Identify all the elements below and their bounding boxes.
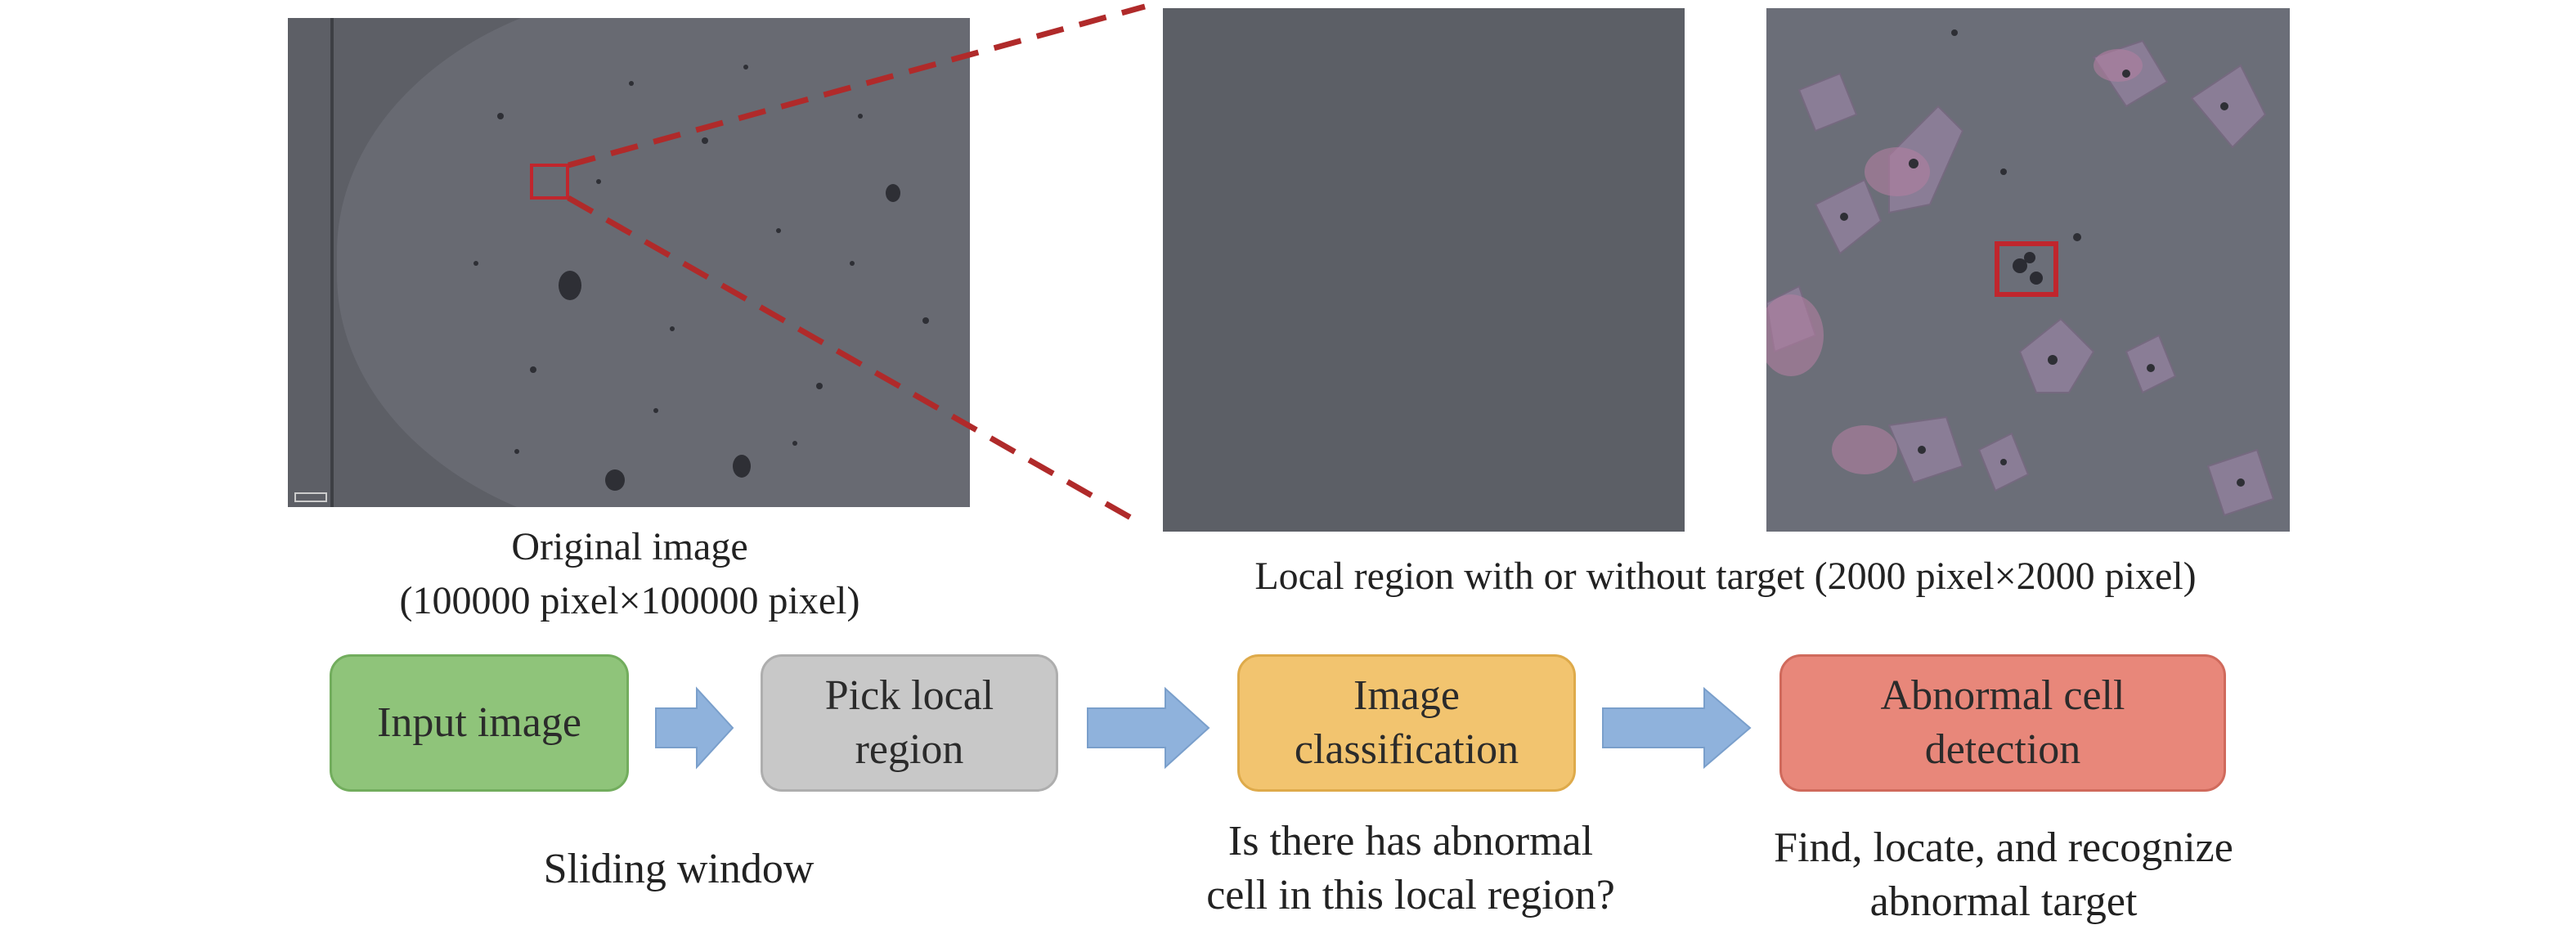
debris-dot — [886, 184, 900, 202]
debris-dot — [596, 179, 601, 184]
nucleus — [2048, 355, 2058, 365]
step-abnormal-cell-detection-label: Abnormal cell detection — [1880, 672, 2125, 773]
note-classification-question: Is there has abnormal cell in this local… — [1206, 818, 1615, 918]
step-pick-local-region-label: Pick local region — [824, 672, 994, 773]
nucleus — [1918, 446, 1926, 454]
nucleus — [1840, 213, 1848, 221]
debris-dot — [559, 271, 581, 300]
scale-bar — [294, 492, 327, 502]
step-image-classification-label: Image classification — [1294, 672, 1519, 773]
arrow-right-icon — [655, 686, 734, 770]
step-input-image-label: Input image — [377, 699, 581, 746]
selected-local-region-marker — [530, 164, 569, 200]
cell — [2018, 317, 2095, 393]
original-image-size-label: (100000 pixel×100000 pixel) — [399, 579, 860, 622]
debris-dot — [629, 81, 634, 86]
note-detection-goal: Find, locate, and recognize abnormal tar… — [1774, 824, 2233, 925]
debris-dot — [850, 261, 855, 266]
nucleus — [1951, 29, 1958, 36]
debris-dot — [743, 65, 748, 70]
local-region-without-target — [1163, 8, 1685, 532]
nucleus — [2073, 233, 2081, 241]
debris-dot — [530, 366, 536, 373]
nucleus — [2237, 478, 2245, 487]
debris-dot — [605, 469, 625, 491]
arrow-right-icon — [1087, 686, 1210, 770]
arrow-right-icon — [1602, 686, 1752, 770]
debris-dot — [922, 317, 929, 324]
cell-patch-content — [1766, 29, 2275, 517]
debris-dot — [473, 261, 478, 266]
slide-debris-dots — [473, 65, 929, 491]
original-slide-image — [288, 18, 970, 507]
debris-dot — [670, 326, 675, 331]
debris-dot — [733, 455, 751, 478]
original-image-label: Original image — [511, 525, 748, 568]
step-pick-local-region: Pick local region — [761, 654, 1058, 792]
nucleus — [2000, 168, 2007, 175]
local-region-caption: Local region with or without target (200… — [1254, 555, 2197, 598]
nucleus — [2147, 364, 2155, 372]
abnormal-nucleus — [2013, 258, 2027, 273]
slide-specimen-area — [337, 18, 970, 507]
debris-dot — [776, 228, 781, 233]
nucleus — [2000, 459, 2007, 465]
nucleus — [1909, 159, 1919, 168]
step-abnormal-cell-detection: Abnormal cell detection — [1779, 654, 2226, 792]
cell — [1797, 72, 1858, 132]
pink-cell — [1766, 294, 1824, 376]
nucleus — [2122, 70, 2130, 78]
abnormal-nucleus — [2030, 272, 2043, 285]
debris-dot — [702, 137, 708, 144]
debris-dot — [653, 408, 658, 413]
step-image-classification: Image classification — [1237, 654, 1576, 792]
debris-dot — [792, 441, 797, 446]
local-region-with-target — [1766, 8, 2290, 532]
debris-dot — [514, 449, 519, 454]
slide-edge-line — [330, 18, 334, 507]
zoom-line-bottom — [567, 195, 1142, 527]
abnormal-nucleus — [2024, 252, 2035, 263]
debris-dot — [858, 114, 863, 119]
zoom-line-top — [568, 3, 1146, 168]
step-input-image: Input image — [330, 654, 629, 792]
debris-dot — [816, 383, 823, 389]
debris-dot — [497, 113, 504, 119]
pink-cell — [1832, 425, 1897, 474]
abnormal-cell-bounding-box — [1995, 241, 2058, 297]
nucleus — [2220, 102, 2228, 110]
note-sliding-window: Sliding window — [543, 846, 815, 892]
original-image-caption: Original image (100000 pixel×100000 pixe… — [311, 520, 949, 628]
